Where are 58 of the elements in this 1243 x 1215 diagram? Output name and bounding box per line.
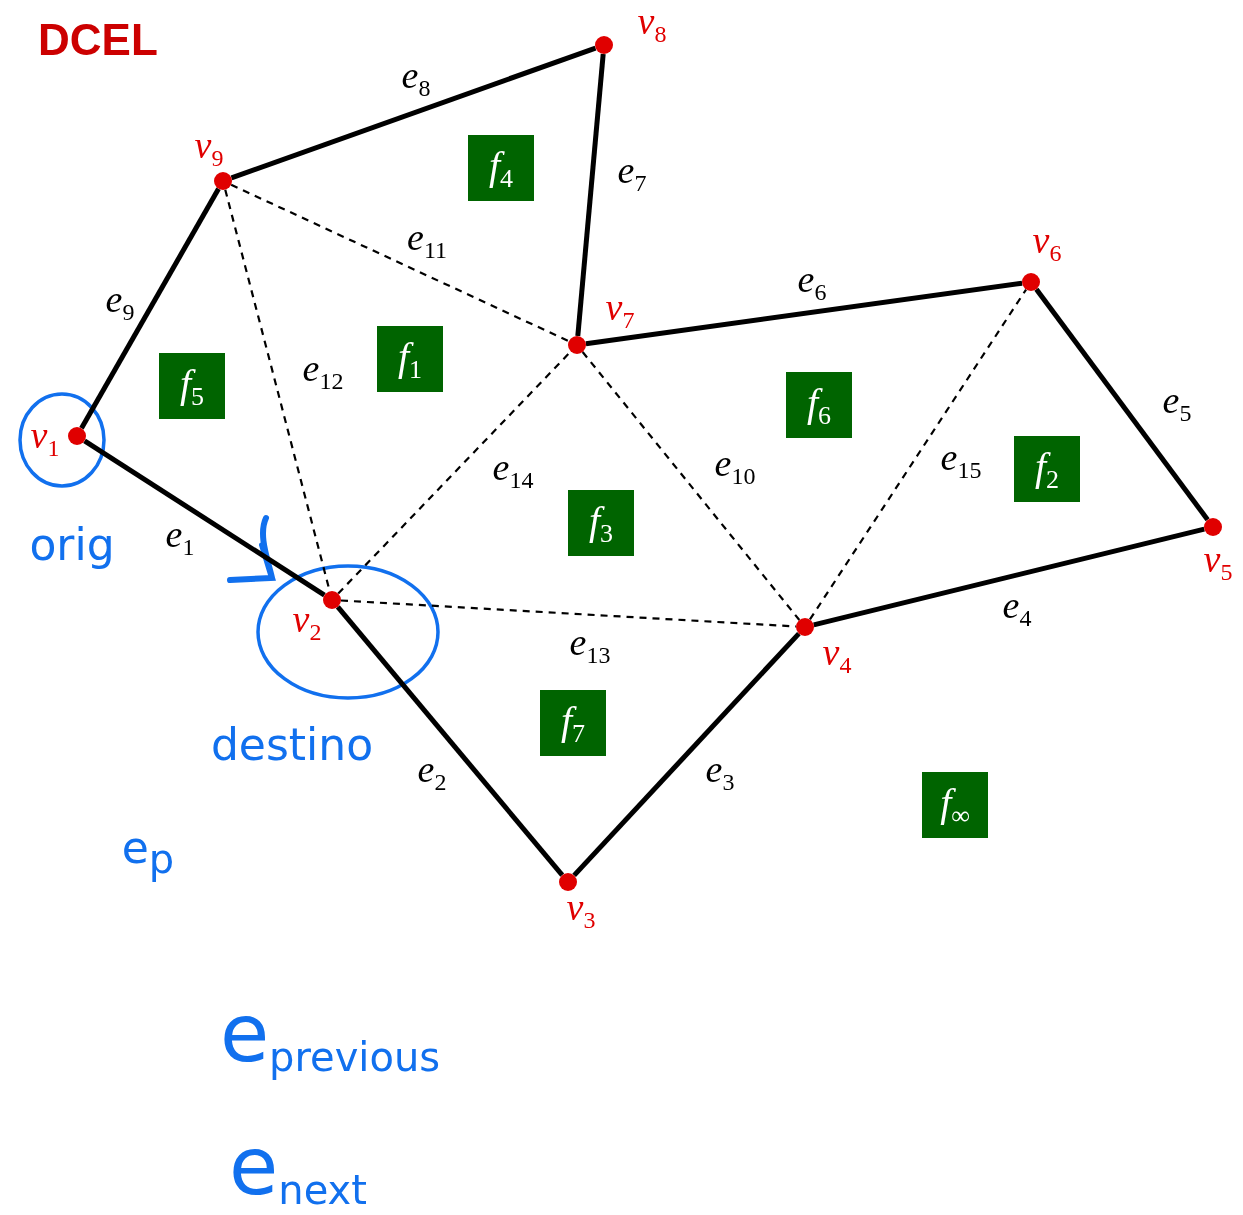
vertex-dot	[68, 427, 86, 445]
vertex-dot	[595, 36, 613, 54]
vertex-label: v$_{9}$	[194, 126, 224, 170]
vertex-dot	[796, 618, 814, 636]
vertex-dot	[1022, 273, 1040, 291]
edge-label: e$_{12}$	[302, 349, 344, 393]
face-label: f$_{7}$	[540, 690, 606, 756]
face-label: f$_{4}$	[468, 135, 534, 201]
edge-label: e$_{10}$	[714, 444, 756, 488]
edge-line	[335, 605, 565, 877]
vertex-label: v$_{7}$	[605, 288, 635, 332]
edge-line	[79, 187, 221, 430]
edge-line	[813, 526, 1205, 628]
handwritten-note: destino	[210, 723, 374, 767]
edge-label: e$_{13}$	[569, 623, 611, 667]
vertex-dot	[214, 172, 232, 190]
vertex-label: v$_{1}$	[30, 416, 60, 460]
vertex-dot	[323, 591, 341, 609]
edge-label: e$_{6}$	[797, 260, 827, 304]
vertex-label: v$_{6}$	[1032, 221, 1062, 265]
vertex-label: v$_{2}$	[292, 600, 322, 644]
edge-label: e$_{5}$	[1162, 381, 1192, 425]
face-label: f$_{1}$	[377, 326, 443, 392]
face-label: f$_{5}$	[159, 353, 225, 419]
diagram-title: DCEL	[38, 18, 158, 62]
edge-label: e$_{15}$	[940, 438, 982, 482]
edge-label: e$_{4}$	[1002, 586, 1032, 630]
dashed-edge	[230, 183, 570, 343]
edge-label: e$_{9}$	[105, 280, 135, 324]
dashed-edge	[581, 351, 801, 621]
face-label: f$_{3}$	[568, 490, 634, 556]
vertex-dot	[1204, 518, 1222, 536]
vertex-label: v$_{3}$	[566, 888, 596, 932]
dashed-edge	[337, 350, 572, 595]
vertex-label: v$_{4}$	[822, 633, 852, 677]
edge-label: e$_{14}$	[492, 448, 534, 492]
edge-label: e$_{7}$	[617, 151, 647, 195]
edge-line	[83, 438, 326, 598]
dashed-edge	[809, 288, 1027, 621]
vertex-label: v$_{8}$	[637, 2, 667, 46]
edge-label: e$_{1}$	[165, 515, 195, 559]
handwritten-note: e$_{next}$	[229, 1126, 367, 1210]
edge-label: e$_{2}$	[417, 750, 447, 794]
edge-line	[230, 45, 597, 181]
edge-label: e$_{8}$	[401, 56, 431, 100]
edge-line	[1034, 287, 1210, 522]
handwritten-note: orig	[29, 523, 115, 567]
edge-line	[572, 631, 801, 878]
edge-label: e$_{11}$	[407, 218, 447, 262]
edge-line	[585, 280, 1023, 347]
face-label: f$_{2}$	[1014, 436, 1080, 502]
vertex-label: v$_{5}$	[1203, 540, 1233, 584]
edge-label: e$_{3}$	[705, 750, 735, 794]
face-label: f$_{6}$	[786, 372, 852, 438]
face-label: f$_{∞}$	[922, 772, 988, 838]
edge-line	[575, 53, 606, 337]
vertex-dot	[559, 873, 577, 891]
vertex-dot	[568, 336, 586, 354]
